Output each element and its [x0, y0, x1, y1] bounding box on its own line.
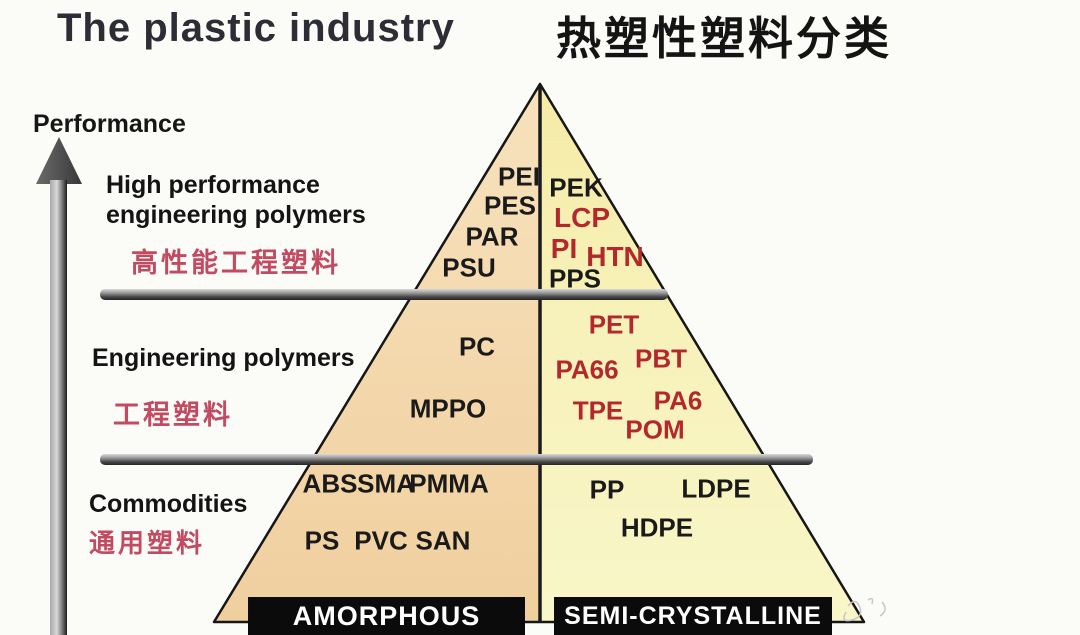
polymer-mppo: MPPO: [409, 393, 487, 424]
polymer-pbt: PBT: [635, 343, 687, 374]
performance-axis-label: Performance: [33, 110, 186, 138]
polymer-ldpe: LDPE: [681, 473, 751, 504]
tier-engineering-label-zh: 工程塑料: [113, 400, 233, 430]
polymer-pes: PES: [483, 190, 537, 221]
polymer-pom: POM: [625, 414, 685, 445]
polymer-pei: PEI: [498, 161, 540, 192]
polymer-pa66: PA66: [555, 354, 619, 385]
polymer-pa6: PA6: [653, 385, 703, 416]
polymer-pek: PEK: [549, 172, 603, 203]
tier-commodities-label-zh: 通用塑料: [89, 528, 206, 558]
polymer-pvc: PVC: [354, 525, 408, 556]
polymer-san: SAN: [415, 525, 471, 556]
polymer-tpe: TPE: [572, 395, 624, 426]
tier-divider-lower: [100, 454, 813, 465]
polymer-pp: PP: [589, 474, 625, 505]
page-title-chinese: 热塑性塑料分类: [556, 13, 893, 64]
polymer-pet: PET: [588, 309, 640, 340]
amorphous-category-bar: AMORPHOUS: [248, 597, 525, 635]
performance-axis-line: [50, 180, 67, 635]
polymer-lcp: LCP: [554, 202, 610, 233]
semi-crystalline-category-bar: SEMI-CRYSTALLINE: [554, 597, 832, 635]
polymer-pc: PC: [458, 331, 496, 362]
tier-divider-upper: [100, 289, 668, 300]
polymer-par: PAR: [465, 221, 519, 252]
polymer-pps: PPS: [548, 263, 602, 294]
tier-engineering-label: Engineering polymers: [92, 344, 355, 372]
tier-high-performance-label-line2: engineering polymers: [106, 201, 366, 229]
scribble-mark: [843, 597, 886, 622]
page-title-english: The plastic industry: [57, 6, 455, 50]
polymer-ps: PS: [304, 525, 340, 556]
polymer-pi: PI: [550, 233, 578, 264]
polymer-pmma: PMMA: [409, 468, 489, 499]
tier-high-performance-label-line1: High performance: [106, 171, 320, 199]
polymer-sma: SMA: [357, 468, 415, 499]
tier-high-performance-label-zh: 高性能工程塑料: [131, 248, 341, 278]
polymer-htn: HTN: [586, 241, 644, 272]
polymer-psu: PSU: [442, 252, 496, 283]
tier-commodities-label: Commodities: [89, 490, 248, 518]
polymer-hdpe: HDPE: [620, 512, 694, 543]
polymer-abs: ABS: [302, 468, 358, 499]
